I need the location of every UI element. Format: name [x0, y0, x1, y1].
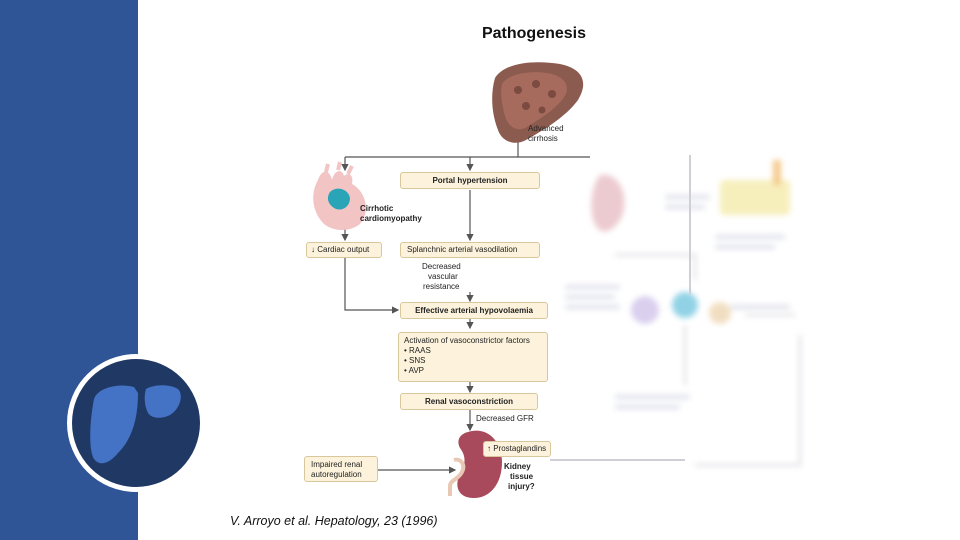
decreased-resistance-line-3: resistance	[423, 282, 460, 291]
decreased-gfr-label: Decreased GFR	[476, 414, 534, 423]
vasoconstrictor-factors-box: Activation of vasoconstrictor factors • …	[398, 332, 548, 382]
vasoconstrictor-factors-title: Activation of vasoconstrictor factors	[404, 336, 530, 345]
cardiac-output-box: ↓ Cardiac output	[306, 242, 382, 258]
arterial-hypovolaemia-box: Effective arterial hypovolaemia	[400, 302, 548, 319]
heart-label-line-2: cardiomyopathy	[360, 214, 422, 223]
kidney-injury-line-1: Kidney	[504, 462, 531, 471]
list-item: • RAAS	[404, 346, 431, 355]
decreased-resistance-line-2: vascular	[428, 272, 458, 281]
portal-hypertension-box: Portal hypertension	[400, 172, 540, 189]
heart-label-line-1: Cirrhotic	[360, 204, 394, 213]
renal-vasoconstriction-box: Renal vasoconstriction	[400, 393, 538, 410]
pathogenesis-diagram: Advanced cirrhosis Cirrhotic cardiomyopa…	[290, 60, 810, 510]
impaired-autoregulation-line-2: autoregulation	[311, 470, 362, 479]
blurred-figure-region	[555, 155, 810, 485]
prostaglandins-box: ↑ Prostaglandins	[483, 441, 551, 457]
kidney-injury-line-2: tissue	[510, 472, 534, 481]
list-item: • AVP	[404, 366, 424, 375]
citation: V. Arroyo et al. Hepatology, 23 (1996)	[230, 514, 438, 528]
impaired-autoregulation-box: Impaired renal autoregulation	[304, 456, 378, 482]
impaired-autoregulation-line-1: Impaired renal	[311, 460, 363, 469]
liver-icon	[90, 385, 181, 464]
liver-label-line-2: cirrhosis	[528, 134, 558, 143]
liver-icon	[492, 62, 584, 143]
diagram-connectors	[313, 62, 691, 498]
logo	[72, 359, 200, 487]
slide-title: Pathogenesis	[481, 25, 587, 42]
liver-label-line-1: Advanced	[528, 124, 564, 133]
list-item: • SNS	[404, 356, 426, 365]
heart-icon	[313, 161, 366, 230]
decreased-resistance-line-1: Decreased	[422, 262, 461, 271]
splanchnic-vasodilation-box: Splanchnic arterial vasodilation	[400, 242, 540, 258]
kidney-injury-line-3: injury?	[508, 482, 535, 491]
